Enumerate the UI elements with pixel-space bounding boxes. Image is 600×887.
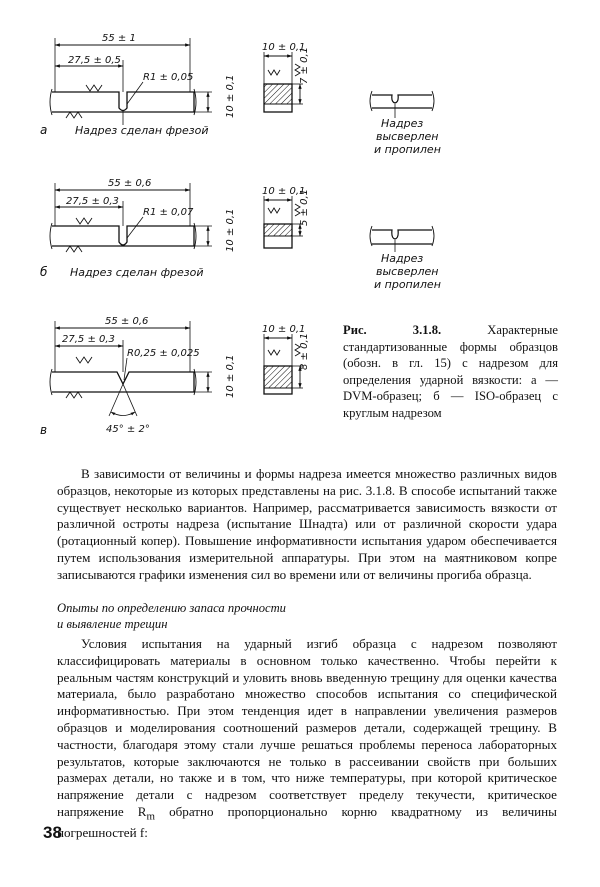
paragraph-2-text: Условия испытания на ударный изгиб образ… xyxy=(57,636,557,819)
c-section-depth: 8 ± 0,1 xyxy=(299,333,310,370)
a-drilled-note-2: высверлен xyxy=(376,130,438,143)
a-drilled-note-1: Надрез xyxy=(381,117,423,130)
figure-caption: Рис. 3.1.8. Характерные стандартизованны… xyxy=(343,322,558,422)
paragraph-1: В зависимости от величины и формы надрез… xyxy=(57,466,557,584)
c-height: 10 ± 0,1 xyxy=(225,355,236,398)
a-section-width: 10 ± 0,1 xyxy=(262,42,305,53)
a-section-depth: 7 ± 0,1 xyxy=(299,47,310,84)
b-radius: R1 ± 0,07 xyxy=(143,207,194,218)
section-heading-line-2: и выявление трещин xyxy=(57,617,168,631)
specimen-c: 55 ± 0,6 27,5 ± 0,3 R0,25 ± 0,025 45° ± … xyxy=(40,316,310,437)
b-total-dim: 55 ± 0,6 xyxy=(108,178,151,189)
b-drilled-note-3: и пропилен xyxy=(374,278,441,291)
section-heading: Опыты по определению запаса прочности и … xyxy=(57,600,286,632)
c-angle: 45° ± 2° xyxy=(106,424,150,435)
figure-caption-label: Рис. 3.1.8. xyxy=(343,323,442,337)
figure-caption-text: Характерные стандартизованные формы обра… xyxy=(343,323,558,420)
paragraph-2: Условия испытания на ударный изгиб образ… xyxy=(57,636,557,842)
a-total-dim: 55 ± 1 xyxy=(102,33,136,44)
b-note: Надрез сделан фрезой xyxy=(70,266,203,279)
b-drilled-note-2: высверлен xyxy=(376,265,438,278)
a-height: 10 ± 0,1 xyxy=(225,75,236,118)
page-number: 38 xyxy=(43,823,62,842)
specimen-figure: 55 ± 1 27,5 ± 0,5 R1 ± 0,05 10 ± 0,1 а Н… xyxy=(40,33,441,437)
paragraph-2-end: обратно пропорционально корню квадратном… xyxy=(57,803,557,841)
a-half-dim: 27,5 ± 0,5 xyxy=(68,55,121,66)
c-total-dim: 55 ± 0,6 xyxy=(105,316,148,327)
c-section-width: 10 ± 0,1 xyxy=(262,324,305,335)
c-radius: R0,25 ± 0,025 xyxy=(127,348,200,359)
specimen-a: 55 ± 1 27,5 ± 0,5 R1 ± 0,05 10 ± 0,1 а Н… xyxy=(40,33,441,156)
b-letter: б xyxy=(40,265,48,279)
b-half-dim: 27,5 ± 0,3 xyxy=(66,196,119,207)
b-section-depth: 5 ± 0,1 xyxy=(299,189,310,226)
paragraph-1-text: В зависимости от величины и формы надрез… xyxy=(57,466,557,582)
a-note: Надрез сделан фрезой xyxy=(75,124,208,137)
section-heading-line-1: Опыты по определению запаса прочности xyxy=(57,601,286,615)
b-drilled-note-1: Надрез xyxy=(381,252,423,265)
paragraph-2-subscript: m xyxy=(146,810,156,823)
a-letter: а xyxy=(40,123,47,137)
specimen-b: 55 ± 0,6 27,5 ± 0,3 R1 ± 0,07 10 ± 0,1 б… xyxy=(40,178,441,291)
b-section-width: 10 ± 0,1 xyxy=(262,186,305,197)
c-half-dim: 27,5 ± 0,3 xyxy=(62,334,115,345)
b-height: 10 ± 0,1 xyxy=(225,209,236,252)
c-letter: в xyxy=(40,423,47,437)
a-radius: R1 ± 0,05 xyxy=(143,72,193,83)
a-drilled-note-3: и пропилен xyxy=(374,143,441,156)
